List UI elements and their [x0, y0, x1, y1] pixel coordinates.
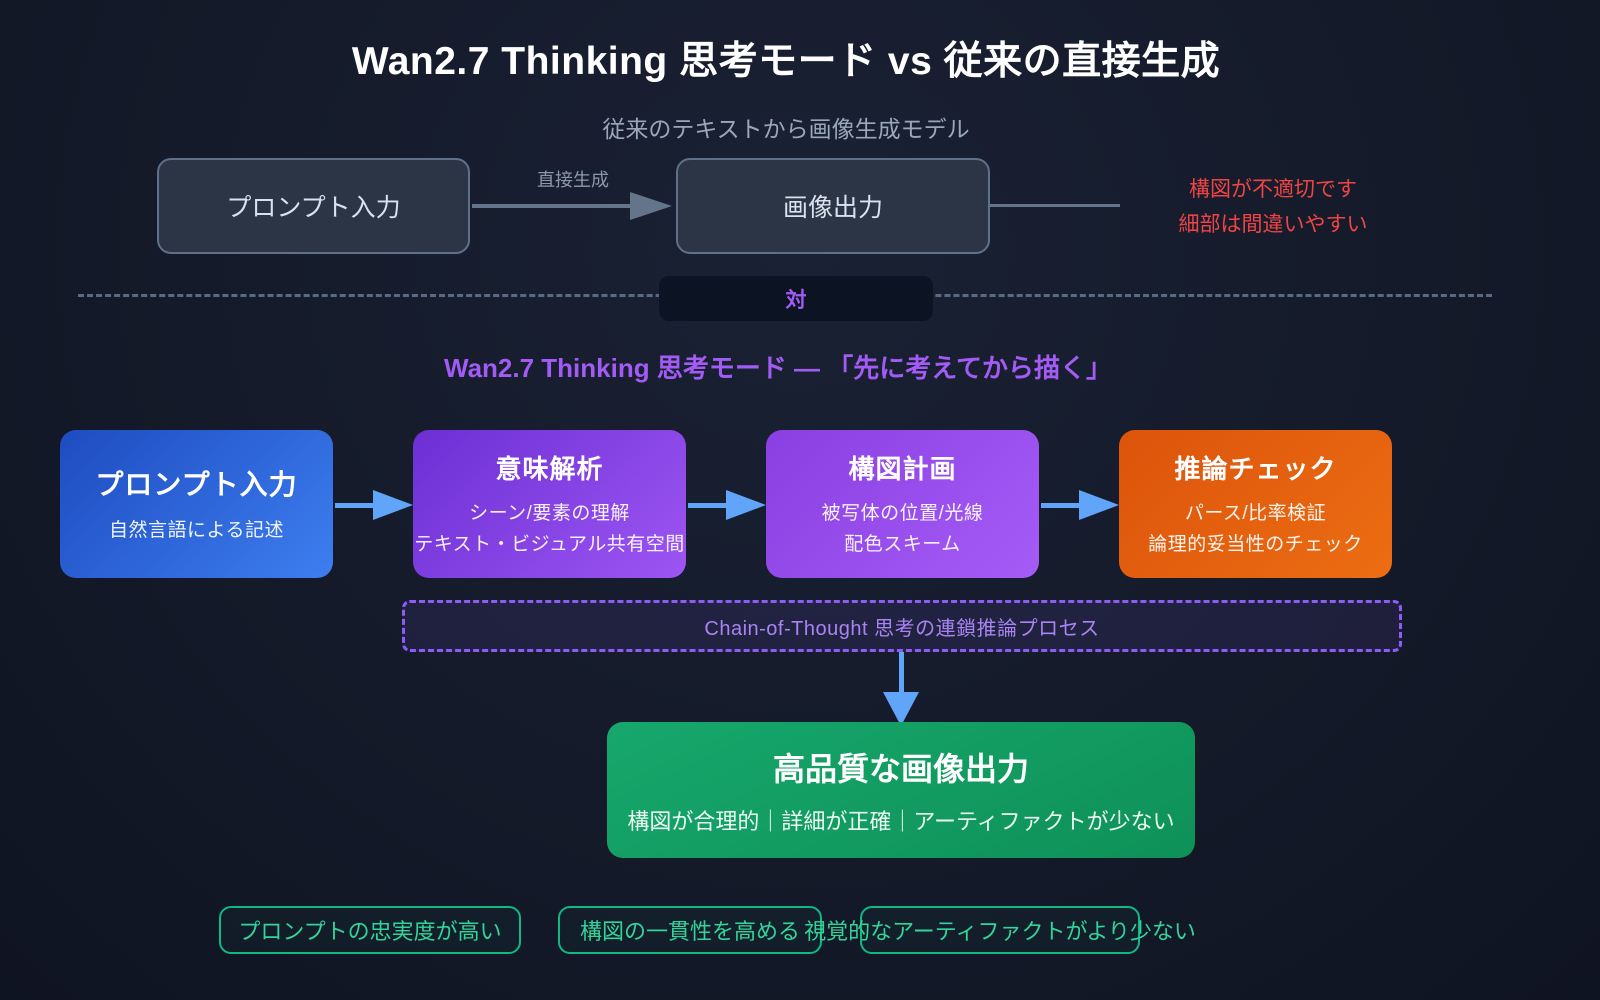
direct-generation-arrow-head-icon [630, 192, 672, 220]
thinking-section-heading: Wan2.7 Thinking 思考モード — 「先に考えてから描く」 [444, 353, 1112, 383]
vs-badge: 対 [659, 276, 933, 321]
traditional-image-output-label: 画像出力 [782, 194, 883, 222]
step-3-line-1: 被写体の位置/光線 [821, 502, 984, 524]
chain-of-thought-label: Chain-of-Thought 思考の連鎖推論プロセス [704, 617, 1100, 640]
result-subtitle: 構図が合理的｜詳細が正確｜アーティファクトが少ない [627, 809, 1175, 834]
step-3-line-2: 配色スキーム [844, 533, 961, 555]
direct-generation-arrow-line [472, 204, 632, 208]
benefit-badge-composition-label: 構図の一貫性を高める [579, 919, 800, 944]
step-4-line-1: パース/比率検証 [1184, 502, 1327, 524]
flow-arrow-3-icon [1041, 490, 1119, 520]
vs-badge-label: 対 [785, 288, 807, 312]
direct-generation-arrow-label: 直接生成 [537, 170, 609, 190]
step-composition-planning-node: 構図計画 被写体の位置/光線 配色スキーム [766, 430, 1039, 578]
chain-of-thought-box: Chain-of-Thought 思考の連鎖推論プロセス [402, 600, 1402, 652]
step-reasoning-check-node: 推論チェック パース/比率検証 論理的妥当性のチェック [1119, 430, 1392, 578]
issue-line-1: 構図が不適切です [1189, 178, 1357, 201]
traditional-prompt-input-label: プロンプト入力 [226, 194, 401, 222]
issue-line-2: 細部は間違いやすい [1178, 213, 1368, 236]
step-1-title: プロンプト入力 [95, 468, 298, 500]
benefit-badge-artifacts-label: 視覚的なアーティファクトがより少ない [804, 919, 1196, 944]
traditional-image-output-node: 画像出力 [676, 158, 990, 254]
step-1-line-1: 自然言語による記述 [109, 519, 284, 541]
step-2-title: 意味解析 [495, 453, 604, 484]
traditional-issues-text: 構図が不適切です 細部は間違いやすい [1160, 172, 1386, 242]
down-arrow-line [899, 652, 904, 694]
step-3-title: 構図計画 [848, 453, 957, 484]
step-prompt-input-node: プロンプト入力 自然言語による記述 [60, 430, 333, 578]
result-title: 高品質な画像出力 [772, 751, 1029, 787]
step-2-line-2: テキスト・ビジュアル共有空間 [414, 533, 685, 555]
step-4-title: 推論チェック [1174, 453, 1337, 484]
output-connector-line [990, 204, 1120, 207]
page-title: Wan2.7 Thinking 思考モード vs 従来の直接生成 [351, 40, 1221, 83]
flow-arrow-1-icon [335, 490, 413, 520]
benefit-badge-composition: 構図の一貫性を高める [558, 906, 822, 954]
high-quality-output-node: 高品質な画像出力 構図が合理的｜詳細が正確｜アーティファクトが少ない [607, 722, 1195, 858]
step-2-line-1: シーン/要素の理解 [469, 502, 630, 524]
down-arrow-head-icon [883, 692, 919, 726]
step-4-line-2: 論理的妥当性のチェック [1148, 533, 1363, 555]
traditional-section-heading: 従来のテキストから画像生成モデル [602, 116, 970, 142]
benefit-badge-fidelity: プロンプトの忠実度が高い [219, 906, 521, 954]
benefit-badge-fidelity-label: プロンプトの忠実度が高い [238, 919, 502, 944]
step-semantic-analysis-node: 意味解析 シーン/要素の理解 テキスト・ビジュアル共有空間 [413, 430, 686, 578]
flow-arrow-2-icon [688, 490, 766, 520]
benefit-badge-artifacts: 視覚的なアーティファクトがより少ない [804, 906, 1196, 954]
traditional-prompt-input-node: プロンプト入力 [157, 158, 470, 254]
